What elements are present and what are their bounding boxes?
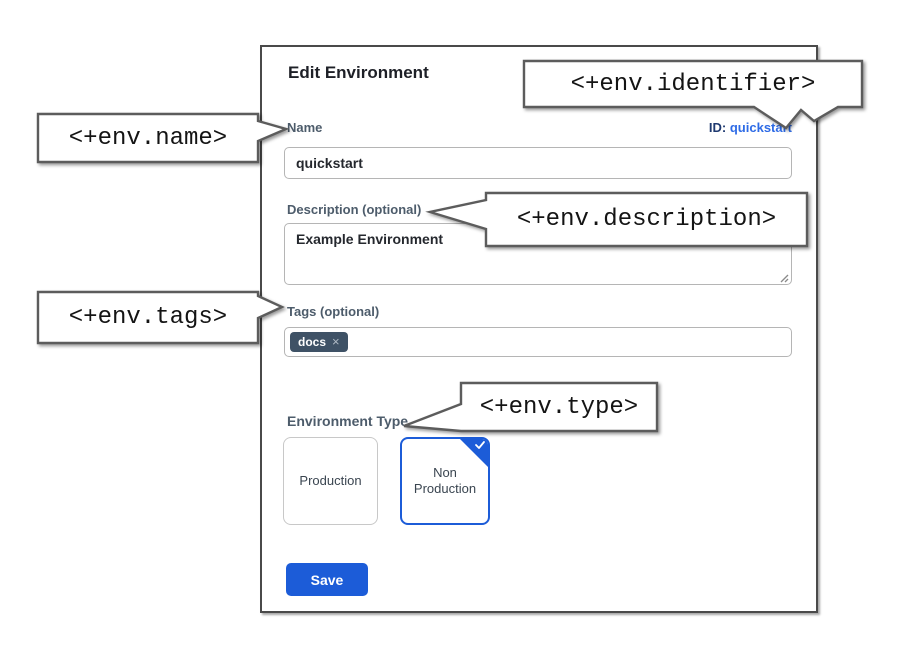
id-value-link[interactable]: quickstart	[729, 120, 792, 135]
id-label: ID:	[708, 120, 727, 135]
save-button[interactable]: Save	[286, 563, 368, 596]
environment-type-card-non-production[interactable]: Non Production	[400, 437, 490, 525]
card-label: Non Production	[413, 465, 477, 496]
description-label: Description (optional)	[287, 202, 422, 217]
selected-check-icon	[475, 441, 485, 449]
dialog-title: Edit Environment	[288, 63, 429, 82]
environment-type-card-production[interactable]: Production	[283, 437, 378, 525]
name-callout-text: <+env.name>	[68, 124, 228, 152]
description-input[interactable]: Example Environment	[284, 223, 792, 285]
name-input[interactable]	[284, 147, 792, 179]
tags-input[interactable]: docs ×	[284, 327, 792, 357]
tags-label: Tags (optional)	[287, 304, 380, 319]
tag-chip-label: docs	[298, 335, 327, 349]
card-label: Production	[299, 473, 362, 488]
name-label: Name	[287, 120, 323, 135]
tags-callout-shape	[36, 290, 285, 345]
tag-remove-icon[interactable]: ×	[332, 334, 340, 349]
tags-callout-text: <+env.tags>	[68, 304, 228, 331]
tag-chip[interactable]: docs ×	[290, 332, 348, 352]
environment-type-label: Environment Type	[287, 413, 409, 429]
edit-environment-dialog: Edit Environment Name ID: quickstart Des…	[260, 45, 818, 613]
name-callout-shape	[36, 112, 290, 164]
identifier-row: ID: quickstart	[709, 120, 792, 135]
